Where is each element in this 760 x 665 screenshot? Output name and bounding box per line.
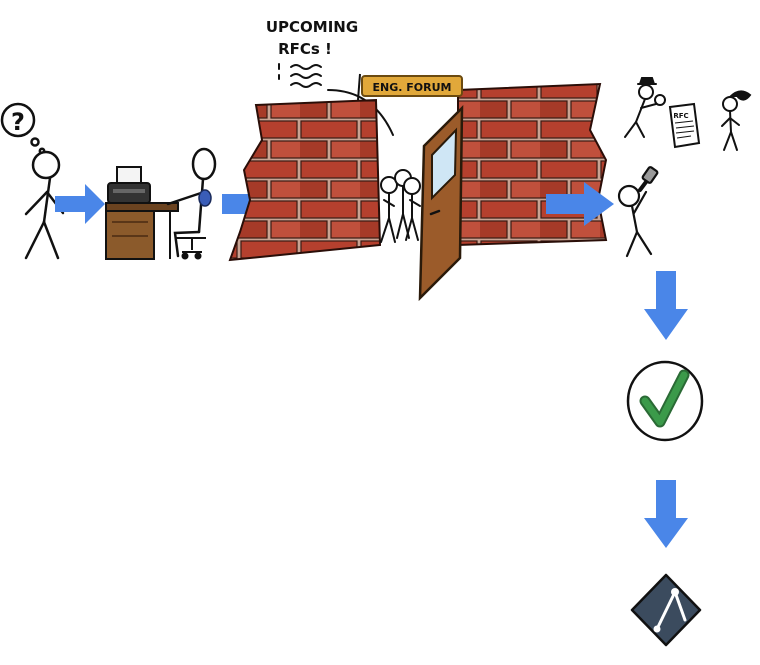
rfc-document: RFC — [668, 102, 701, 149]
question-mark: ? — [11, 108, 25, 136]
flow-arrow-down-2 — [644, 480, 688, 548]
typewriter-icon — [107, 166, 151, 204]
author-person — [166, 147, 217, 258]
desk — [105, 202, 179, 260]
brick-wall — [228, 82, 608, 262]
reviewer-inspector — [624, 77, 666, 138]
author-at-desk — [105, 147, 217, 260]
check-circle-icon — [626, 360, 704, 442]
thought-bubble: ? — [0, 102, 46, 155]
reviewer-magnifier — [617, 166, 659, 258]
chair — [176, 237, 206, 260]
thinking-person: ? — [0, 102, 65, 260]
eng-forum-sign: ENG. FORUM — [357, 73, 463, 101]
sign-label: ENG. FORUM — [373, 81, 452, 94]
upcoming-text: UPCOMING — [266, 18, 358, 36]
document-label: RFC — [673, 112, 688, 120]
flow-arrow-1 — [55, 184, 105, 224]
flow-arrow-3 — [546, 182, 614, 226]
upcoming-rfcs-note: UPCOMING RFCs ! — [266, 18, 394, 136]
open-door — [418, 104, 464, 302]
git-merge-icon — [630, 573, 702, 647]
flow-arrow-down-1 — [644, 271, 688, 340]
rfcs-text: RFCs ! — [278, 40, 332, 58]
forum-group — [380, 169, 421, 243]
reviewer-ponytail — [721, 90, 752, 151]
